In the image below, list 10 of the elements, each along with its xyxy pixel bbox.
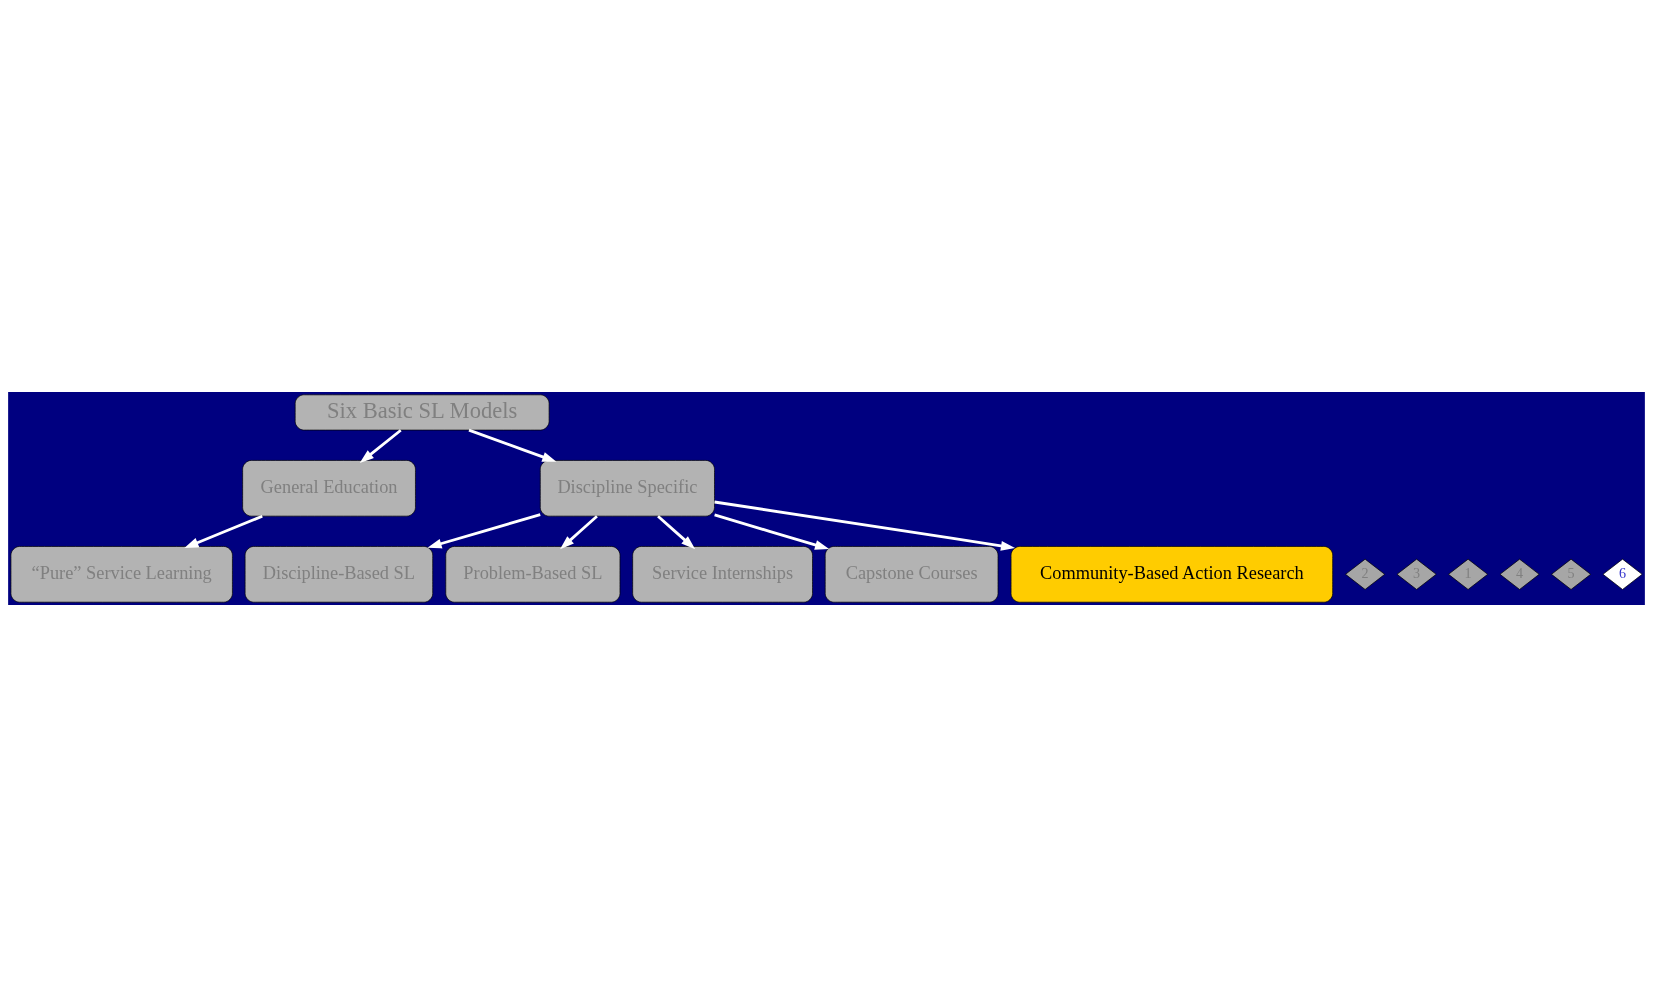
arrow [714, 513, 830, 550]
arrow [468, 428, 557, 462]
node-box: Community-Based Action Research [1010, 546, 1334, 603]
node-diamond: 6 [1602, 558, 1643, 590]
arrow [359, 429, 402, 464]
arrow [427, 513, 541, 549]
arrow [560, 515, 598, 550]
arrow [184, 514, 263, 549]
arrow [714, 500, 1016, 551]
arrow [657, 515, 696, 550]
